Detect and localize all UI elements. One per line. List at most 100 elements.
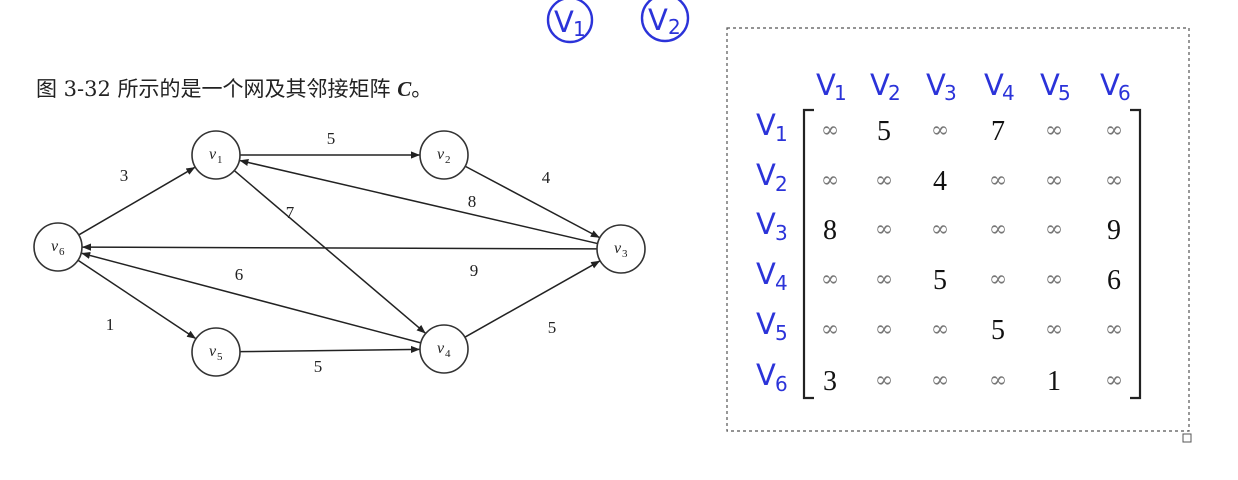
column-header-letter: V [816, 68, 836, 102]
matrix-column-header: V2 [870, 68, 901, 105]
matrix-column-header: V1 [816, 68, 847, 105]
matrix-cell: ∞ [1045, 267, 1063, 292]
node-label-subscript: 2 [445, 154, 451, 166]
edge-v4-v6 [81, 251, 421, 344]
matrix-cell: 3 [823, 366, 837, 397]
matrix-cells: ∞5∞7∞∞∞∞4∞∞∞8∞∞∞∞9∞∞5∞∞6∞∞∞5∞∞3∞∞∞1∞ [821, 116, 1123, 397]
matrix-cell: ∞ [989, 267, 1007, 292]
edge-v5-v4 [239, 345, 421, 354]
matrix-cell: 5 [877, 116, 891, 147]
matrix-cell: 5 [991, 315, 1005, 346]
annotation-subscript: 1 [573, 17, 586, 41]
matrix-cell: ∞ [931, 317, 949, 342]
matrix-cell: ∞ [989, 168, 1007, 193]
column-header-letter: V [1040, 68, 1060, 102]
matrix-column-header: V5 [1040, 68, 1071, 105]
matrix-cell: ∞ [1105, 168, 1123, 193]
top-annotation-v1: V 1 [546, 0, 594, 44]
annotation-circle [640, 0, 690, 43]
edge-weight-label: 6 [235, 265, 244, 284]
top-annotation-v2: V 2 [640, 0, 690, 43]
matrix-cell: ∞ [1105, 118, 1123, 143]
row-header-subscript: 4 [775, 271, 788, 295]
matrix-cell: ∞ [875, 267, 893, 292]
matrix-left-bracket [802, 108, 814, 400]
column-header-letter: V [984, 68, 1004, 102]
node-label-subscript: 5 [217, 351, 223, 363]
row-header-subscript: 5 [775, 321, 788, 345]
row-header-letter: V [756, 358, 776, 392]
column-header-subscript: 5 [1058, 81, 1071, 105]
row-header-letter: V [756, 307, 776, 341]
row-header-subscript: 3 [775, 221, 788, 245]
matrix-cell: 6 [1107, 265, 1121, 296]
matrix-cell: ∞ [821, 317, 839, 342]
node-label: v [209, 343, 217, 360]
matrix-cell: ∞ [821, 168, 839, 193]
node-label: v [51, 238, 59, 255]
matrix-cell: ∞ [875, 317, 893, 342]
node-circle [596, 224, 646, 274]
matrix-cell: ∞ [875, 168, 893, 193]
edge-weight-label: 1 [106, 315, 115, 334]
matrix-cell: ∞ [1045, 118, 1063, 143]
matrix-cell: ∞ [875, 217, 893, 242]
annotation-letter: V [648, 3, 668, 37]
column-header-subscript: 4 [1002, 81, 1015, 105]
node-label-subscript: 4 [445, 348, 451, 360]
annotation-circle [546, 0, 594, 44]
column-header-subscript: 6 [1118, 81, 1131, 105]
edge-weight-label: 9 [470, 261, 479, 280]
resize-handle[interactable] [1182, 433, 1192, 443]
node-label: v [614, 240, 622, 257]
row-header-letter: V [756, 207, 776, 241]
matrix-cell: ∞ [1045, 217, 1063, 242]
node-label: v [437, 146, 445, 163]
matrix-right-bracket [1130, 108, 1142, 400]
annotation-letter: V [554, 5, 574, 39]
node-circle [419, 324, 469, 374]
node-circle [191, 327, 241, 377]
edge-weight-label: 3 [120, 166, 129, 185]
column-header-subscript: 1 [834, 81, 847, 105]
matrix-column-header: V3 [926, 68, 957, 105]
annotation-subscript: 2 [668, 15, 681, 39]
matrix-column-header: V6 [1100, 68, 1131, 105]
node-label-subscript: 3 [622, 248, 628, 260]
selection-box[interactable] [726, 27, 1190, 432]
matrix-cell: 1 [1047, 366, 1061, 397]
row-header-letter: V [756, 158, 776, 192]
figure-caption: 图 3-32 所示的是一个网及其邻接矩阵 C。 [36, 73, 432, 103]
column-header-letter: V [870, 68, 890, 102]
matrix-cell: ∞ [1045, 317, 1063, 342]
edge-v6-v1 [78, 166, 196, 236]
matrix-cell: ∞ [1105, 317, 1123, 342]
row-header-subscript: 6 [775, 372, 788, 396]
node-circle [419, 130, 469, 180]
column-header-subscript: 3 [944, 81, 957, 105]
caption-suffix: 。 [411, 77, 433, 101]
edge-v3-v6 [81, 243, 598, 251]
matrix-cell: ∞ [1045, 168, 1063, 193]
column-header-letter: V [926, 68, 946, 102]
edge-weight-label: 7 [286, 203, 295, 222]
node-label-subscript: 1 [217, 154, 223, 166]
row-header-subscript: 1 [775, 122, 788, 146]
matrix-cell: ∞ [821, 118, 839, 143]
